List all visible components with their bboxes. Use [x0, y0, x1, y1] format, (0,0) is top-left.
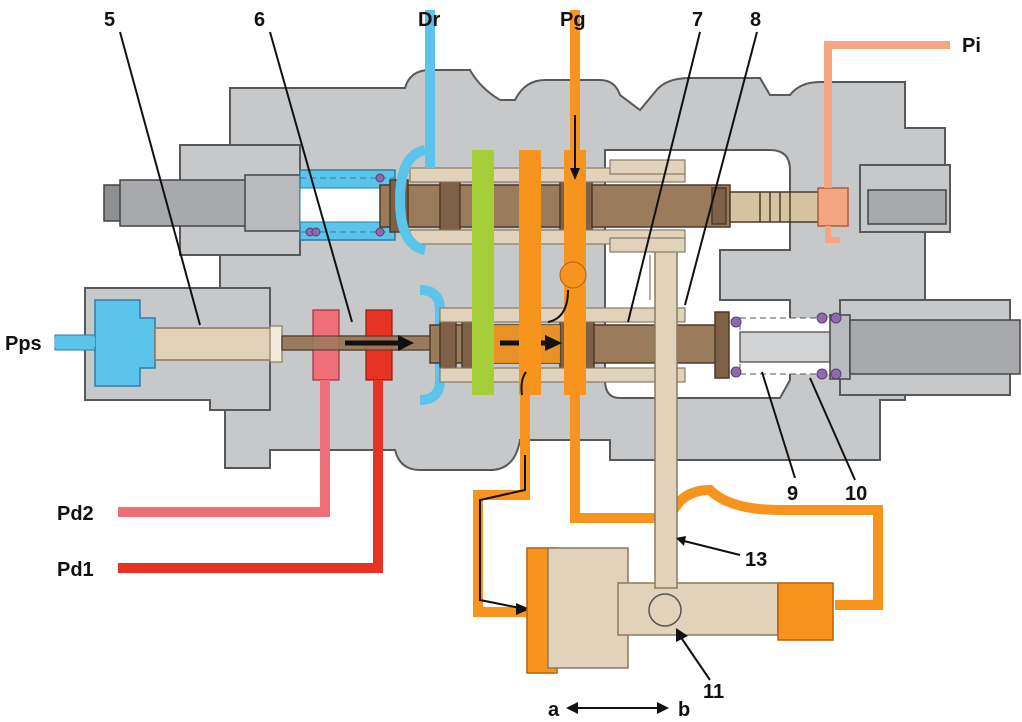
direction-b: b [678, 699, 690, 721]
label-pps: Pps [5, 333, 42, 355]
valve-housing [84, 69, 1011, 471]
direction-labels: a b [548, 699, 690, 721]
label-dr: Dr [418, 9, 440, 31]
callout-6: 6 [254, 9, 265, 31]
port-labels: Dr Pg Pi Pps Pd2 Pd1 [5, 9, 981, 581]
callout-5: 5 [104, 9, 115, 31]
label-pi: Pi [962, 35, 981, 57]
callout-7: 7 [692, 9, 703, 31]
label-pd1: Pd1 [57, 559, 94, 581]
callout-8: 8 [750, 9, 761, 31]
label-pd2: Pd2 [57, 503, 94, 525]
callout-10: 10 [845, 483, 867, 505]
servo-piston-assembly [526, 159, 834, 674]
callout-11: 11 [703, 681, 724, 703]
fluid-passages [55, 10, 883, 617]
callout-9: 9 [787, 483, 798, 505]
callout-leaders [119, 31, 856, 714]
callout-numbers: 5 6 7 8 9 10 13 11 [104, 9, 867, 703]
callout-13: 13 [745, 549, 767, 571]
label-pg: Pg [560, 9, 586, 31]
direction-a: a [548, 699, 560, 721]
